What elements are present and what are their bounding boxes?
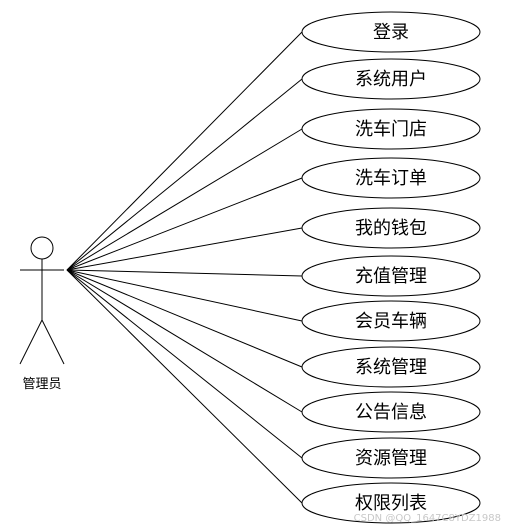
use-case-label: 权限列表 [355,493,427,514]
actor-left-leg [19,319,43,365]
watermark: CSDN @QQ_1647C8YDZ1988 [353,513,501,524]
use-case: 系统管理 [301,346,481,388]
actor-right-leg [41,319,65,365]
use-case-ellipse [301,437,481,479]
use-case-ellipse [301,482,481,524]
use-case: 资源管理 [301,437,481,479]
use-case: 权限列表 [301,482,481,524]
use-case-ellipse [301,346,481,388]
association-line [66,31,303,271]
association-line [66,177,303,271]
use-case-label: 资源管理 [355,448,427,469]
association-line [66,269,303,322]
use-case-label: 公告信息 [355,402,427,423]
use-case-ellipse [301,255,481,297]
use-case: 公告信息 [301,391,481,433]
use-case-label: 充值管理 [355,266,427,287]
use-case-ellipse [301,300,481,342]
association-line [66,269,303,277]
use-case-ellipse [301,157,481,199]
use-case-label: 我的钱包 [355,218,427,239]
association-line [66,128,303,271]
use-case-label: 系统管理 [355,357,427,378]
use-case-label: 会员车辆 [355,311,427,332]
association-lines [66,31,303,504]
use-case: 充值管理 [301,255,481,297]
use-case: 我的钱包 [301,207,481,249]
association-line [66,269,303,368]
use-case-ellipse [301,58,481,100]
use-case-list: 登录系统用户洗车门店洗车订单我的钱包充值管理会员车辆系统管理公告信息资源管理权限… [301,11,481,524]
use-case-ellipse [301,391,481,433]
association-line [66,78,303,271]
use-case: 洗车门店 [301,108,481,150]
association-line [66,269,303,413]
use-case: 登录 [301,11,481,53]
use-case-ellipse [301,11,481,53]
actor-label: 管理员 [22,377,61,392]
actor-head [30,236,54,260]
association-line [66,269,303,459]
use-case-label: 系统用户 [355,69,427,90]
use-case: 系统用户 [301,58,481,100]
use-case-ellipse [301,108,481,150]
use-case: 会员车辆 [301,300,481,342]
use-case-label: 登录 [373,22,409,43]
use-case-ellipse [301,207,481,249]
use-case: 洗车订单 [301,157,481,199]
actor-figure: 管理员 [19,236,65,392]
association-line [66,269,303,504]
association-line [66,227,303,271]
use-case-label: 洗车订单 [355,168,427,189]
use-case-label: 洗车门店 [355,119,427,140]
